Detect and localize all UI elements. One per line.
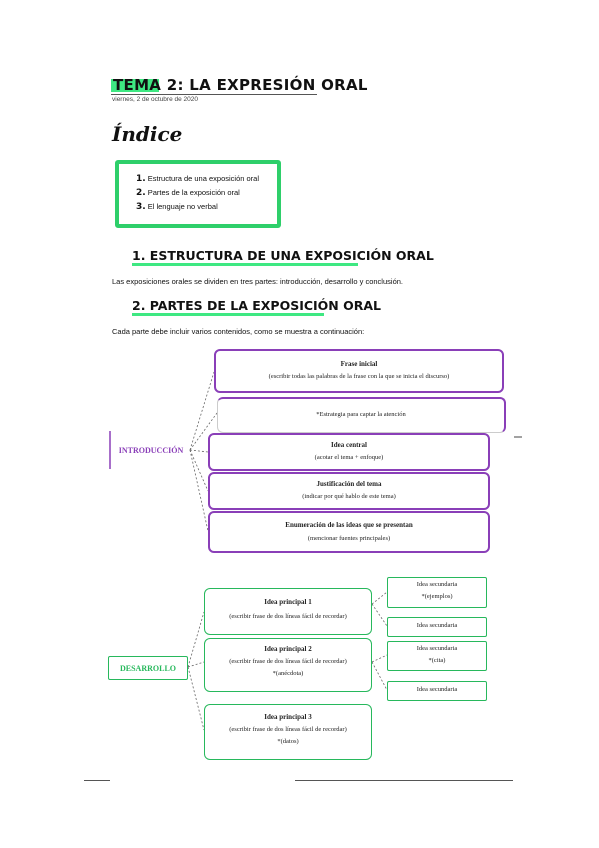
section-1-text: Las exposiciones orales se dividen en tr… <box>112 277 403 286</box>
footer-line-left <box>84 780 110 781</box>
section-2-underline <box>132 313 324 316</box>
page-title: TEMA 2: LA EXPRESIÓN ORAL <box>113 76 368 94</box>
index-heading: Índice <box>112 122 183 146</box>
dev-idea-1: Idea principal 1 (escribir frase de dos … <box>204 588 372 635</box>
title-underline <box>111 94 317 95</box>
intro-box-4: Justificación del tema (indicar por qué … <box>208 472 490 510</box>
intro-box-5: Enumeración de las ideas que se presenta… <box>208 511 490 553</box>
dev-secondary-4: Idea secundaria <box>387 681 487 701</box>
section-2-heading: 2. PARTES DE LA EXPOSICIÓN ORAL <box>132 298 381 313</box>
index-item-2: 2.Partes de la exposición oral <box>136 188 240 198</box>
title-highlight <box>111 79 159 92</box>
intro-main-label: INTRODUCCIÓN <box>118 445 184 455</box>
index-item-3: 3.El lenguaje no verbal <box>136 202 218 212</box>
page-date: viernes, 2 de octubre de 2020 <box>112 96 199 103</box>
dev-idea-2: Idea principal 2 (escribir frase de dos … <box>204 638 372 692</box>
section-2-text: Cada parte debe incluir varios contenido… <box>112 327 365 336</box>
dev-main-label: DESARROLLO <box>108 656 188 680</box>
intro-box-1: Frase inicial (escribir todas las palabr… <box>214 349 504 393</box>
intro-box-2: *Estrategia para captar la atención <box>217 397 506 433</box>
dev-secondary-3: Idea secundaria *(cita) <box>387 641 487 671</box>
section-1-heading: 1. ESTRUCTURA DE UNA EXPOSICIÓN ORAL <box>132 248 434 263</box>
dev-idea-3: Idea principal 3 (escribir frase de dos … <box>204 704 372 760</box>
intro-box-3: Idea central (acotar el tema + enfoque) <box>208 433 490 471</box>
dev-secondary-1: Idea secundaria *(ejemplos) <box>387 577 487 608</box>
section-1-underline <box>132 263 358 266</box>
dev-secondary-2: Idea secundaria <box>387 617 487 637</box>
footer-line-right <box>295 780 513 781</box>
index-box: 1.Estructura de una exposición oral 2.Pa… <box>115 160 281 228</box>
index-item-1: 1.Estructura de una exposición oral <box>136 174 260 184</box>
